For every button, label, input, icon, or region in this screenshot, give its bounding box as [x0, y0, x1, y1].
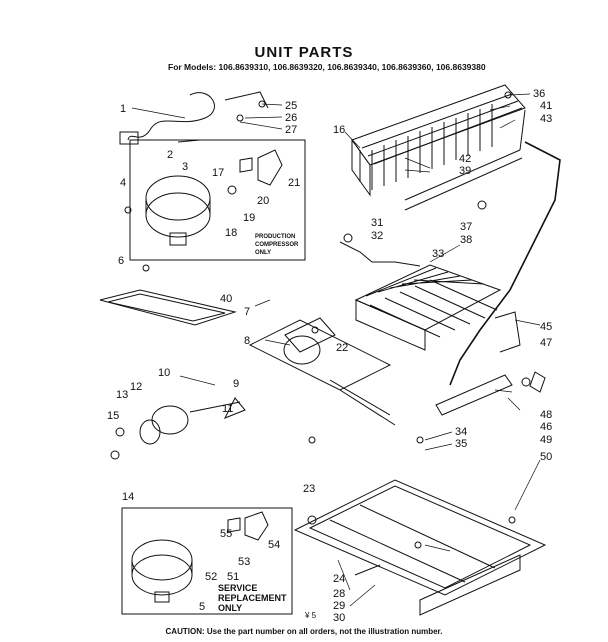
- base-frame: [293, 479, 547, 616]
- label-23: 23: [303, 483, 315, 495]
- label-10: 10: [158, 367, 170, 379]
- label-39: 39: [459, 165, 471, 177]
- label-9: 9: [233, 378, 239, 390]
- footer-caution: CAUTION: Use the part number on all orde…: [165, 627, 443, 636]
- label-33: 33: [432, 248, 444, 260]
- label-37: 37: [460, 221, 472, 233]
- label-29: 29: [333, 600, 345, 612]
- label-51: 51: [227, 571, 239, 583]
- production-compressor: [129, 139, 306, 261]
- label-6: 6: [118, 255, 124, 267]
- label-50: 50: [540, 451, 552, 463]
- label-25: 25: [285, 100, 297, 112]
- label-13: 13: [116, 389, 128, 401]
- label-40: 40: [220, 293, 232, 305]
- label-2: 2: [167, 149, 173, 161]
- drain-pan: [99, 289, 237, 326]
- label-32: 32: [371, 230, 383, 242]
- label-53: 53: [238, 556, 250, 568]
- page-title: UNIT PARTS: [254, 44, 354, 61]
- label-47: 47: [540, 337, 552, 349]
- note-production-line-1: PRODUCTION: [255, 234, 295, 240]
- label-34: 34: [455, 426, 467, 438]
- refrigerant-tube: [449, 141, 561, 386]
- label-31: 31: [371, 217, 383, 229]
- label-18: 18: [225, 227, 237, 239]
- label-12: 12: [130, 381, 142, 393]
- note-service-line-2: REPLACEMENT: [218, 593, 287, 603]
- label-21: 21: [288, 177, 300, 189]
- label-22: 22: [336, 342, 348, 354]
- label-14: 14: [122, 491, 134, 503]
- label-5: 5: [199, 601, 205, 613]
- label-8: 8: [244, 335, 250, 347]
- label-45: 45: [540, 321, 552, 333]
- label-43: 43: [540, 113, 552, 125]
- label-42: 42: [459, 153, 471, 165]
- label-41: 41: [540, 100, 552, 112]
- label-55: 55: [220, 528, 232, 540]
- note-service-line-1: SERVICE: [218, 583, 257, 593]
- condenser-coil: [351, 84, 526, 211]
- side-rail: [435, 371, 546, 416]
- label-20: 20: [257, 195, 269, 207]
- fan-motor: [110, 397, 246, 460]
- service-compressor: [121, 507, 293, 615]
- label-52: 52: [205, 571, 217, 583]
- label-27: 27: [285, 124, 297, 136]
- label-3: 3: [182, 161, 188, 173]
- label-38: 38: [460, 234, 472, 246]
- note-production-line-3: ONLY: [255, 250, 271, 256]
- label-30: 30: [333, 612, 345, 624]
- fan-bracket: [248, 317, 396, 426]
- label-28: 28: [333, 588, 345, 600]
- corner-mark: ¥ 5: [304, 611, 317, 620]
- label-35: 35: [455, 438, 467, 450]
- label-7: 7: [244, 306, 250, 318]
- label-36: 36: [533, 88, 545, 100]
- label-48: 48: [540, 409, 552, 421]
- evaporator-coil: [339, 233, 502, 351]
- label-19: 19: [243, 212, 255, 224]
- leader-lines: [131, 93, 541, 607]
- label-17: 17: [212, 167, 224, 179]
- label-54: 54: [268, 539, 280, 551]
- note-service-line-3: ONLY: [218, 603, 242, 613]
- label-16: 16: [333, 124, 345, 136]
- label-24: 24: [333, 573, 345, 585]
- label-46: 46: [540, 421, 552, 433]
- label-4: 4: [120, 177, 126, 189]
- label-11: 11: [222, 403, 233, 415]
- label-49: 49: [540, 434, 552, 446]
- label-26: 26: [285, 112, 297, 124]
- label-15: 15: [107, 410, 119, 422]
- label-1: 1: [120, 103, 126, 115]
- note-production-line-2: COMPRESSOR: [255, 242, 299, 248]
- model-list: For Models: 106.8639310, 106.8639320, 10…: [168, 62, 486, 72]
